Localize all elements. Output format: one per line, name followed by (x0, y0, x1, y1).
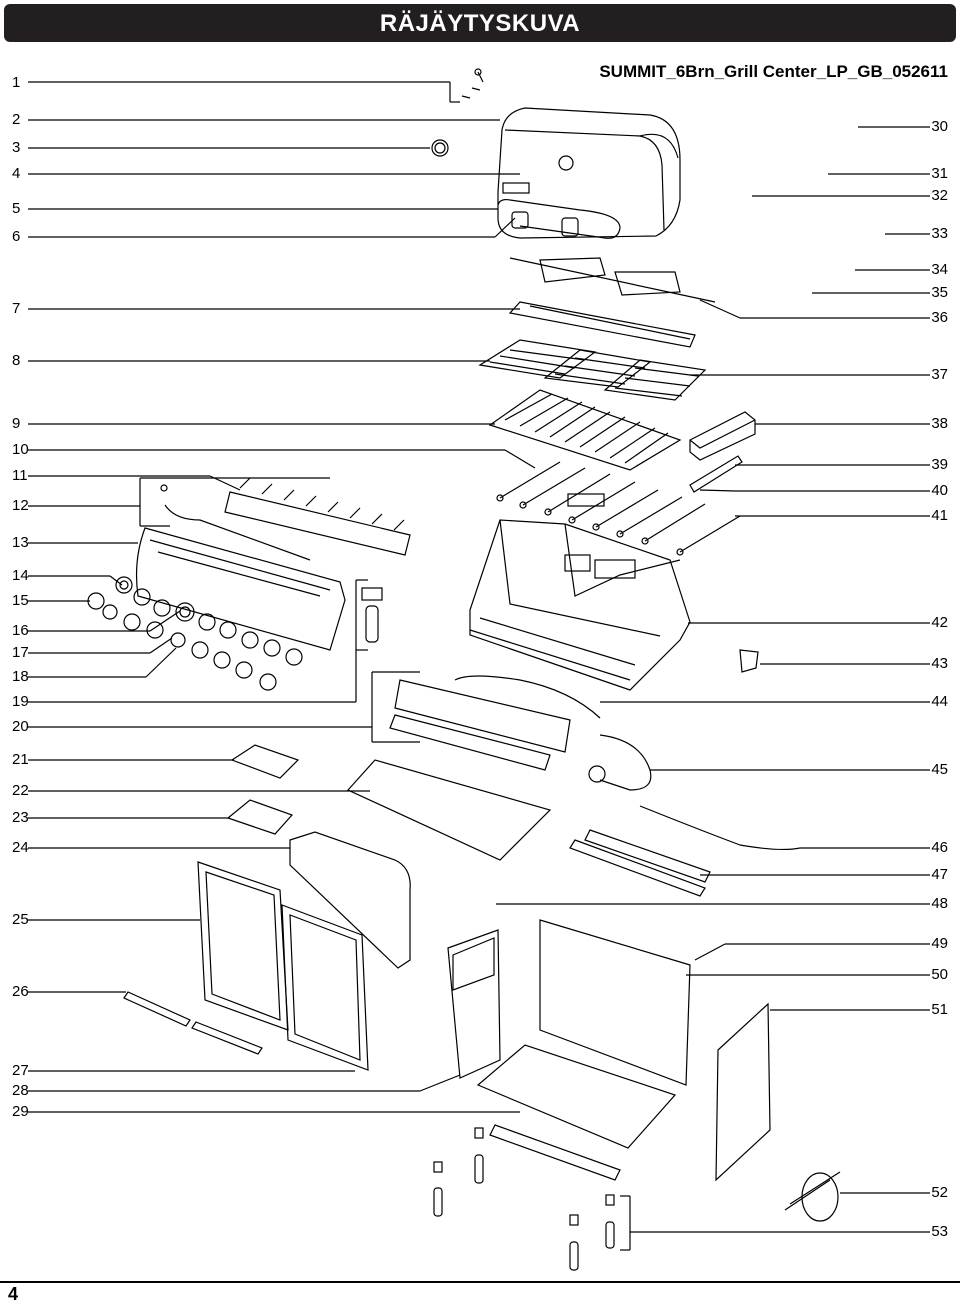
callout-8: 8 (12, 352, 21, 369)
callout-10: 10 (12, 441, 29, 458)
callout-38: 38 (931, 415, 948, 432)
callout-37: 37 (931, 366, 948, 383)
page-number: 4 (8, 1284, 19, 1304)
callout-42: 42 (931, 614, 948, 631)
callout-18: 18 (12, 668, 29, 685)
callout-50: 50 (931, 966, 948, 983)
callout-53: 53 (931, 1223, 948, 1240)
callout-2: 2 (12, 111, 21, 128)
callout-46: 46 (931, 839, 948, 856)
callout-44: 44 (931, 693, 948, 710)
callout-6: 6 (12, 228, 21, 245)
callout-51: 51 (931, 1001, 948, 1018)
callout-48: 48 (931, 895, 948, 912)
callout-49: 49 (931, 935, 948, 952)
callout-31: 31 (931, 165, 948, 182)
callout-17: 17 (12, 644, 29, 661)
title-bar: RÄJÄYTYSKUVA (4, 4, 956, 42)
callout-33: 33 (931, 225, 948, 242)
callout-13: 13 (12, 534, 29, 551)
callout-3: 3 (12, 139, 21, 156)
callout-21: 21 (12, 751, 29, 768)
callout-25: 25 (12, 911, 29, 928)
callout-39: 39 (931, 456, 948, 473)
callout-40: 40 (931, 482, 948, 499)
callout-52: 52 (931, 1184, 948, 1201)
callout-32: 32 (931, 187, 948, 204)
callout-41: 41 (931, 507, 948, 524)
callout-23: 23 (12, 809, 29, 826)
callout-45: 45 (931, 761, 948, 778)
callout-20: 20 (12, 718, 29, 735)
callout-27: 27 (12, 1062, 29, 1079)
callout-12: 12 (12, 497, 29, 514)
callout-7: 7 (12, 300, 21, 317)
callout-11: 11 (12, 467, 28, 484)
callout-19: 19 (12, 693, 29, 710)
callout-43: 43 (931, 655, 948, 672)
callout-26: 26 (12, 983, 29, 1000)
callout-34: 34 (931, 261, 948, 278)
callout-5: 5 (12, 200, 21, 217)
callout-35: 35 (931, 284, 948, 301)
callout-4: 4 (12, 165, 21, 182)
callout-47: 47 (931, 866, 948, 883)
callout-24: 24 (12, 839, 29, 856)
callout-36: 36 (931, 309, 948, 326)
callout-30: 30 (931, 118, 948, 135)
callout-22: 22 (12, 782, 29, 799)
callout-16: 16 (12, 622, 29, 639)
callout-1: 1 (12, 74, 21, 91)
callout-14: 14 (12, 567, 29, 584)
callout-28: 28 (12, 1082, 29, 1099)
callout-29: 29 (12, 1103, 29, 1120)
model-code: SUMMIT_6Brn_Grill Center_LP_GB_052611 (599, 62, 948, 81)
footer-rule (0, 1281, 960, 1283)
callout-15: 15 (12, 592, 29, 609)
callout-9: 9 (12, 415, 21, 432)
page-title: RÄJÄYTYSKUVA (379, 10, 581, 37)
